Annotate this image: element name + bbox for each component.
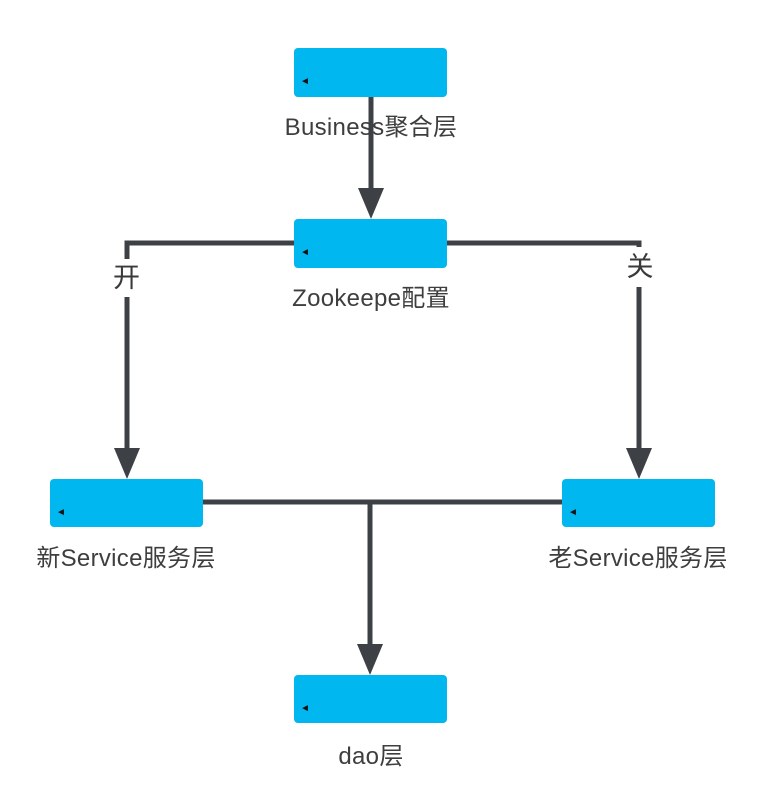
node-new-service[interactable]: ◄ [50,479,203,527]
anchor-marker-icon: ◄ [300,247,310,258]
node-business[interactable]: ◄ [294,48,447,97]
node-new-service-label: 新Service服务层 [36,545,216,572]
anchor-marker-icon: ◄ [300,76,310,87]
anchor-marker-icon: ◄ [568,507,578,518]
anchor-marker-icon: ◄ [300,703,310,714]
node-dao-label: dao层 [338,743,404,770]
node-old-service-label: 老Service服务层 [548,545,728,572]
arrowhead-dao [357,644,383,675]
edge-zookeeper-to-old-service [447,240,642,449]
arrowhead-old-service [626,448,652,479]
arrowhead-new-service [114,448,140,479]
node-zookeeper-label: Zookeepe配置 [292,285,450,312]
edge-label-close: 关 [626,247,654,287]
anchor-marker-icon: ◄ [56,507,66,518]
arrowhead-zookeeper [358,188,384,219]
node-dao[interactable]: ◄ [294,675,447,723]
node-zookeeper[interactable]: ◄ [294,219,447,268]
node-business-label: Business聚合层 [284,114,458,141]
edge-label-open: 开 [109,259,144,297]
node-old-service[interactable]: ◄ [562,479,715,527]
edge-zookeeper-to-new-service [124,240,294,449]
